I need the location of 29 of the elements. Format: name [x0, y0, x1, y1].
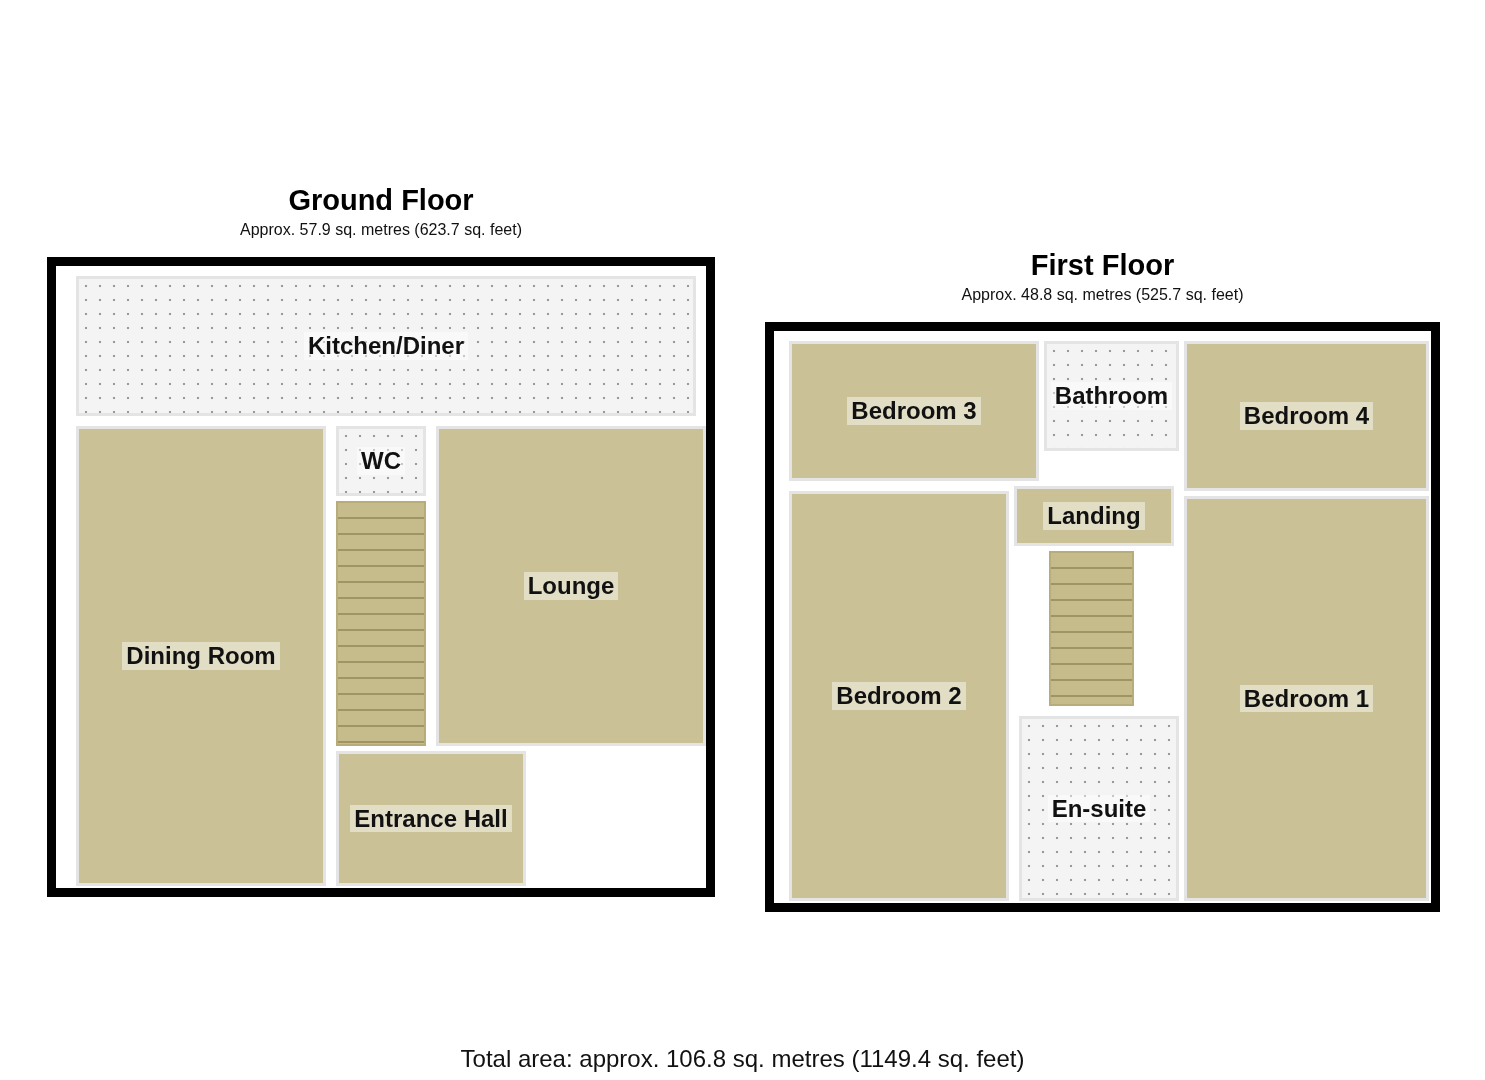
room-name: Bedroom 4 [1239, 402, 1374, 430]
room-name: Entrance Hall [350, 804, 512, 833]
room-area [336, 425, 426, 496]
floor-title: Ground Floor [288, 185, 474, 217]
room-area [1014, 485, 1174, 546]
room-name: Dining Room [122, 642, 280, 670]
room-name: Bathroom [1050, 382, 1173, 410]
room-area [1019, 715, 1179, 901]
room-name: En-suite [1047, 794, 1151, 823]
room-name: Kitchen/Diner [304, 332, 468, 360]
room-area [1184, 340, 1429, 491]
room-name: Bedroom 2 [832, 682, 966, 710]
floor-title: First Floor [1030, 250, 1175, 282]
total-area-text: Total area: approx. 106.8 sq. metres (1149.4 sq. feet) [459, 1045, 1026, 1073]
room-area [76, 275, 696, 416]
floor-area-text: Approx. 57.9 sq. metres (623.7 sq. feet) [240, 220, 522, 239]
room-name: Bedroom 1 [1239, 684, 1374, 713]
room-area [76, 425, 326, 886]
room-name: Landing [1043, 502, 1145, 530]
room-area [789, 340, 1039, 481]
room-area [436, 425, 706, 746]
room-name: WC [357, 447, 405, 475]
room-area [336, 750, 526, 886]
room-name: Bedroom 3 [847, 397, 981, 425]
room-area [1044, 340, 1179, 451]
room-area [1184, 495, 1429, 901]
room-area [789, 490, 1009, 901]
floor-area-text: Approx. 48.8 sq. metres (525.7 sq. feet) [961, 285, 1244, 304]
room-name: Lounge [523, 572, 619, 600]
